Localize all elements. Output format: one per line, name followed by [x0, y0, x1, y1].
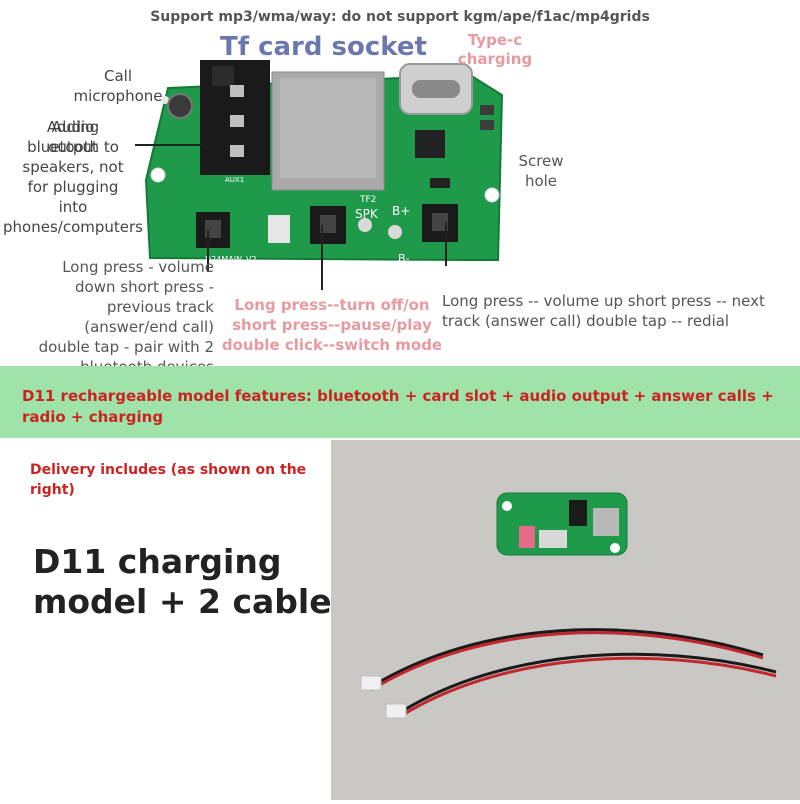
model-silkscreen: D24MAIN_V2 [205, 255, 257, 264]
bminus-silkscreen: B- [398, 252, 410, 265]
screw-hole-label: Screw hole [518, 152, 564, 190]
delivery-title: D11 charging model + 2 cables [33, 542, 352, 621]
bplus-silkscreen: B+ [392, 204, 410, 218]
features-band [0, 366, 800, 438]
type-c-label: Type-c charging [457, 31, 533, 68]
left-button-description: Long press - volume down short press - p… [38, 258, 214, 376]
mid-button-description: Long press--turn off/on short press--pau… [221, 296, 443, 354]
product-photo-drawing [360, 492, 777, 719]
tf-card-label: Tf card socket [220, 32, 427, 62]
delivery-note: Delivery includes (as shown on the right… [30, 462, 307, 498]
right-button-description: Long press -- volume up short press -- n… [442, 292, 765, 330]
tf2-silkscreen: TF2 [359, 195, 376, 205]
spk-silkscreen: SPK [355, 207, 379, 221]
aux-silkscreen: AUX1 [225, 176, 244, 184]
call-mic-label: Call microphone [73, 67, 163, 105]
support-note: Support mp3/wma/way: do not support kgm/… [150, 9, 650, 25]
product-photo [331, 440, 800, 800]
pcb-diagram: AUX1 TF2 SPK B+ B- D24MAIN_V2 [135, 60, 504, 290]
audio-output-overlay-label: Audio output [48, 118, 98, 156]
features-text: D11 rechargeable model features: bluetoo… [22, 387, 774, 426]
audio-output-label: Adding bluetooth to speakers, not for pl… [3, 118, 143, 236]
